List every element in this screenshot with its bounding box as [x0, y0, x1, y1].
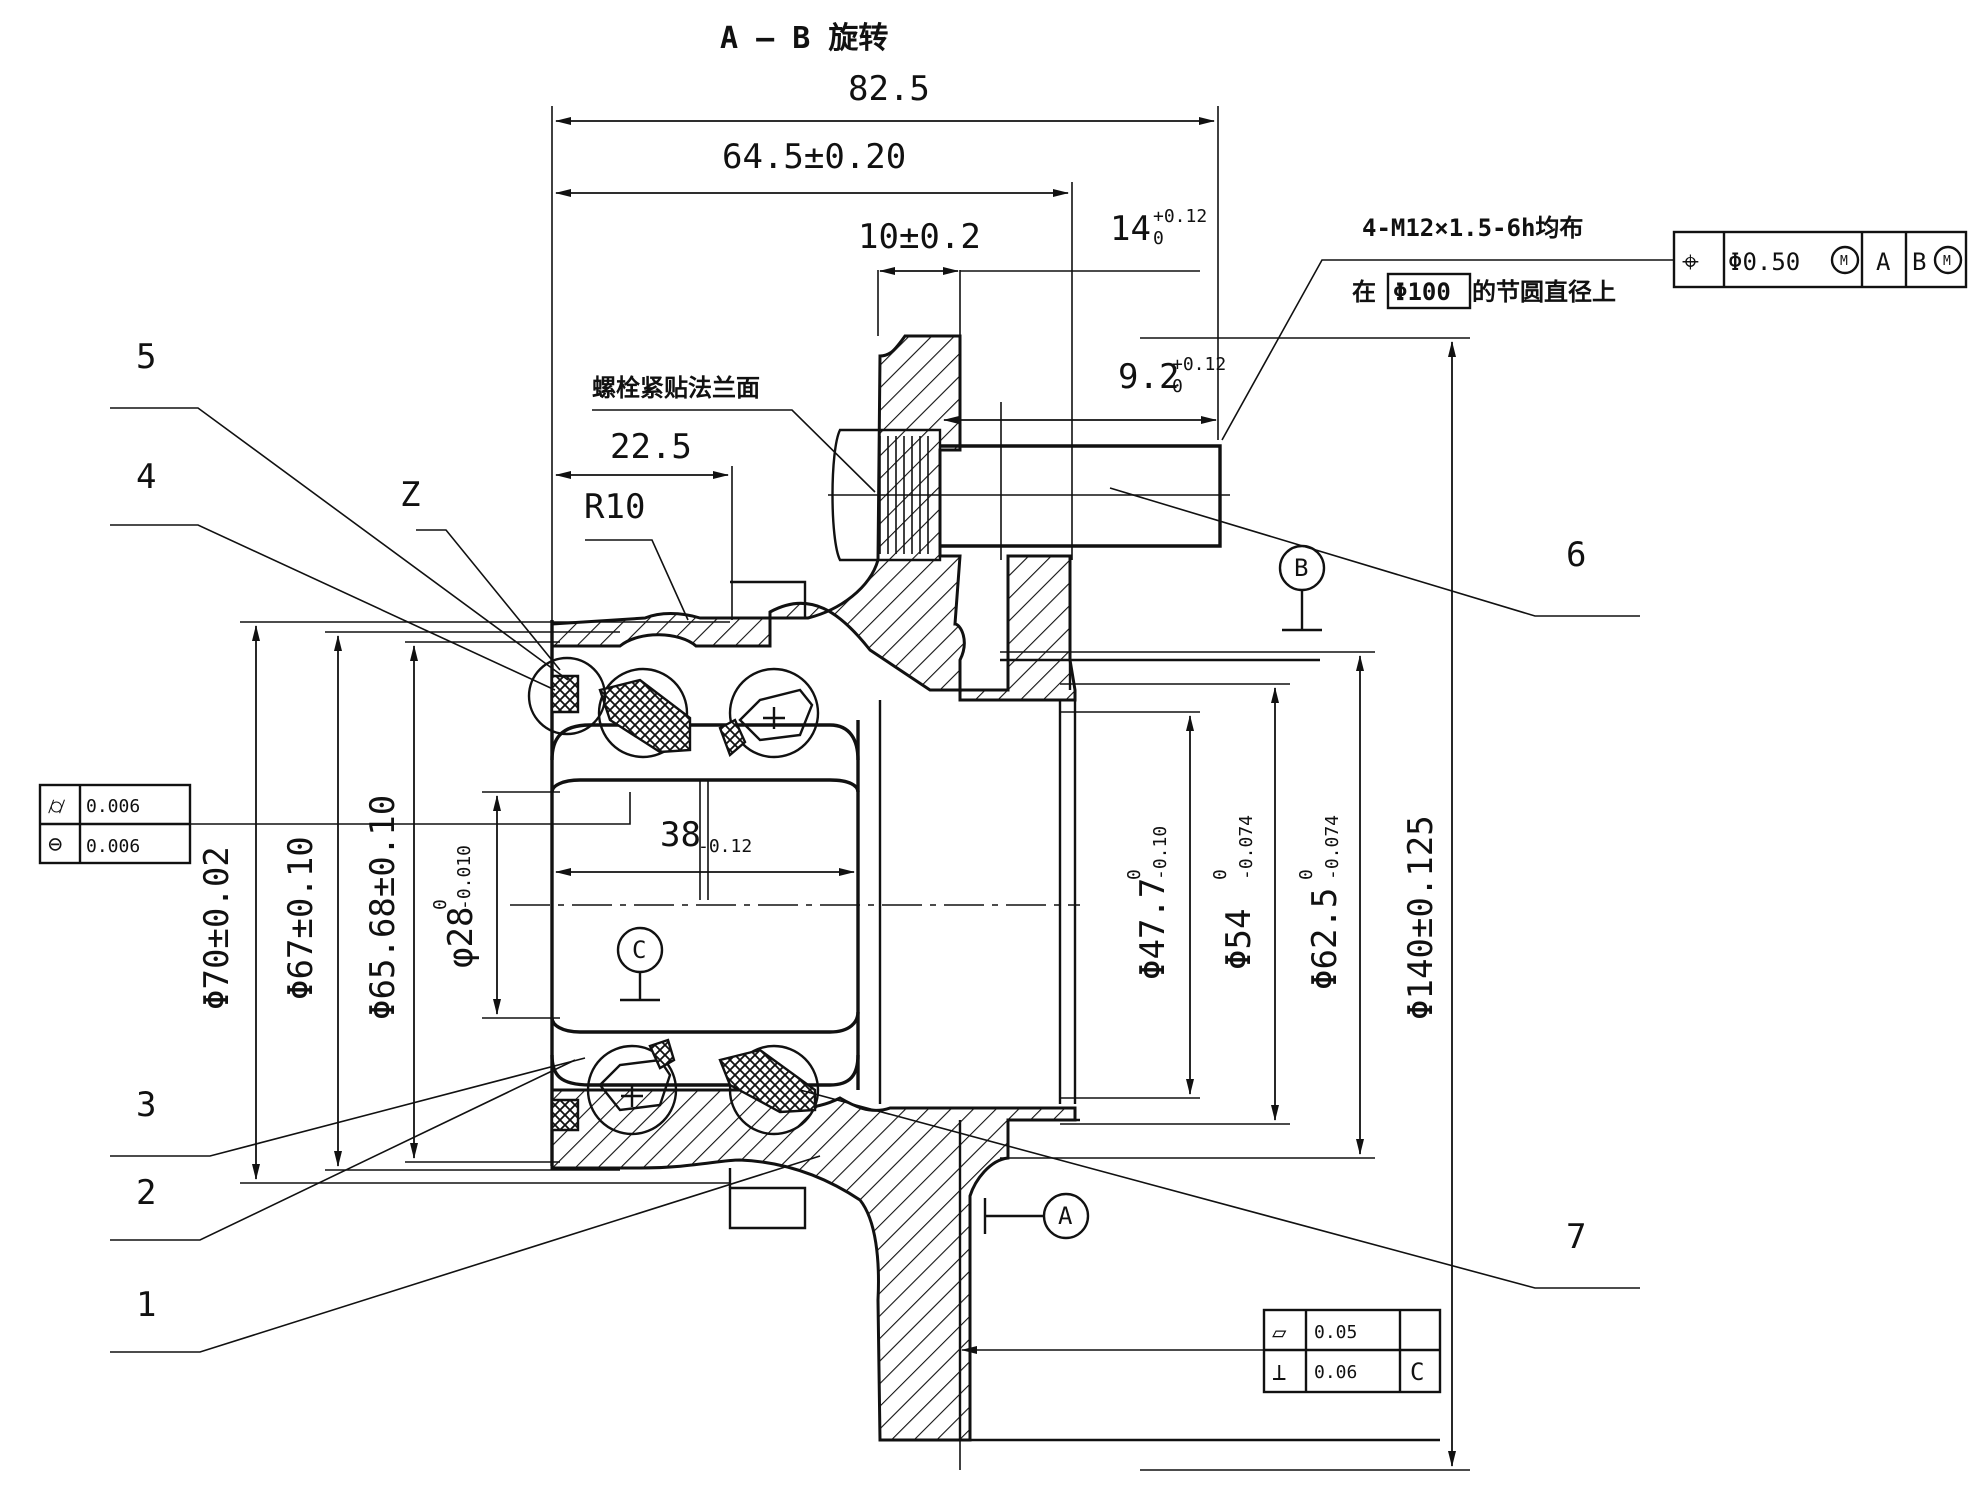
dia-62-5: Φ62.5: [1305, 888, 1345, 990]
dim-22-5: 22.5: [610, 427, 692, 467]
balloon-5: 5: [136, 337, 156, 377]
cylindricity-icon: ⌭: [48, 792, 65, 820]
detail-label-z: Z: [400, 475, 420, 515]
leader-lines: [110, 407, 1640, 1353]
position-tolerance-value: Φ0.50: [1728, 248, 1800, 276]
dia-65-68: Φ65.68±0.10: [363, 795, 403, 1020]
vertical-dimensions: Φ70±0.02 Φ67±0.10 Φ65.68±0.10 φ28 0 -0.0…: [197, 337, 1470, 1471]
left-tolerance-frame: ⌭ 0.006 ⊖ 0.006: [38, 783, 631, 865]
datum-c: C: [616, 926, 664, 1002]
dia-54: Φ54: [1219, 909, 1259, 970]
dia-47-7-tol-lower: -0.10: [1150, 826, 1171, 880]
dia-28: φ28: [441, 907, 481, 968]
dim-14: 14: [1110, 209, 1151, 249]
dim-14-tol-upper: +0.12: [1153, 206, 1207, 227]
balloon-7: 7: [1566, 1217, 1586, 1257]
view-title: A – B 旋转: [720, 21, 888, 56]
left-frame-value-1: 0.006: [86, 796, 140, 817]
dim-9-2: 9.2: [1118, 357, 1179, 397]
dia-28-tol-lower: -0.010: [454, 845, 475, 910]
dia-47-7: Φ47.7: [1133, 878, 1173, 980]
dia-67: Φ67±0.10: [281, 836, 321, 1000]
datum-a: A: [983, 1192, 1090, 1240]
right-frame-value-1: 0.05: [1314, 1322, 1357, 1343]
dia-62-5-tol-upper: 0: [1296, 869, 1317, 880]
dim-9-2-tol-upper: +0.12: [1172, 354, 1226, 375]
balloon-2: 2: [136, 1173, 156, 1213]
right-frame-value-2: 0.06: [1314, 1362, 1357, 1383]
dia-28-tol-upper: 0: [430, 899, 451, 910]
dia-54-tol-upper: 0: [1210, 869, 1231, 880]
flatness-icon: ▱: [1272, 1318, 1287, 1346]
bore-outlines: [550, 556, 1440, 1442]
bearing-seals: [550, 674, 817, 1132]
dim-38-tol: -0.12: [698, 836, 752, 857]
horizontal-dimensions: 82.5 64.5±0.20 10±0.2 14 +0.12 0 9.2 +0.…: [551, 69, 1226, 900]
balloon-3: 3: [136, 1085, 156, 1125]
dim-9-2-tol-lower: 0: [1172, 376, 1183, 397]
datum-b: B: [1278, 544, 1326, 632]
position-modifier: M: [1840, 254, 1848, 269]
bolt-note-text: 螺栓紧贴法兰面: [592, 374, 760, 402]
hub-body-section: [550, 334, 1077, 1442]
left-frame-value-2: 0.006: [86, 836, 140, 857]
balloon-1: 1: [136, 1285, 156, 1325]
dim-64-5: 64.5±0.20: [722, 137, 906, 177]
perpendicularity-icon: ⊥: [1272, 1358, 1286, 1386]
right-tolerance-frame: ▱ 0.05 ⊥ 0.06 C: [961, 1308, 1442, 1394]
position-symbol-icon: ⌖: [1682, 245, 1699, 280]
bolt-note: 螺栓紧贴法兰面: [592, 374, 876, 493]
datum-c-label: C: [632, 936, 646, 964]
position-datum-a: A: [1876, 248, 1891, 276]
dim-10: 10±0.2: [858, 217, 981, 257]
dim-38: 38: [660, 815, 701, 855]
dia-62-5-tol-lower: -0.074: [1322, 815, 1343, 880]
right-frame-datum: C: [1410, 1358, 1424, 1386]
wheel-stud: [828, 402, 1230, 562]
radius-r10: R10: [584, 487, 645, 527]
circularity-icon: ⊖: [48, 830, 62, 858]
dia-140: Φ140±0.125: [1401, 815, 1441, 1020]
thread-spec: 4-M12×1.5-6h均布: [1362, 214, 1583, 242]
balloon-4: 4: [136, 457, 156, 497]
thread-note: 4-M12×1.5-6h均布 在 Φ100 的节圆直径上: [1221, 214, 1674, 441]
dia-47-7-tol-upper: 0: [1124, 869, 1145, 880]
bearing-balls: [586, 667, 820, 1136]
position-datum-b-modifier: M: [1943, 254, 1951, 269]
dia-70: Φ70±0.02: [197, 846, 237, 1010]
pitch-circle: Φ100: [1393, 278, 1451, 306]
dia-54-tol-lower: -0.074: [1236, 815, 1257, 880]
position-tolerance-frame: ⌖ Φ0.50 M A B M: [1672, 230, 1968, 289]
datum-b-label: B: [1294, 554, 1308, 582]
pitch-suffix: 的节圆直径上: [1472, 278, 1616, 306]
pitch-prefix: 在: [1352, 278, 1376, 306]
dim-14-tol-lower: 0: [1153, 228, 1164, 249]
balloon-6: 6: [1566, 535, 1586, 575]
dim-82-5: 82.5: [848, 69, 930, 109]
datum-a-label: A: [1058, 1202, 1073, 1230]
detail-circle-z: [527, 656, 607, 736]
position-datum-b: B: [1912, 248, 1926, 276]
